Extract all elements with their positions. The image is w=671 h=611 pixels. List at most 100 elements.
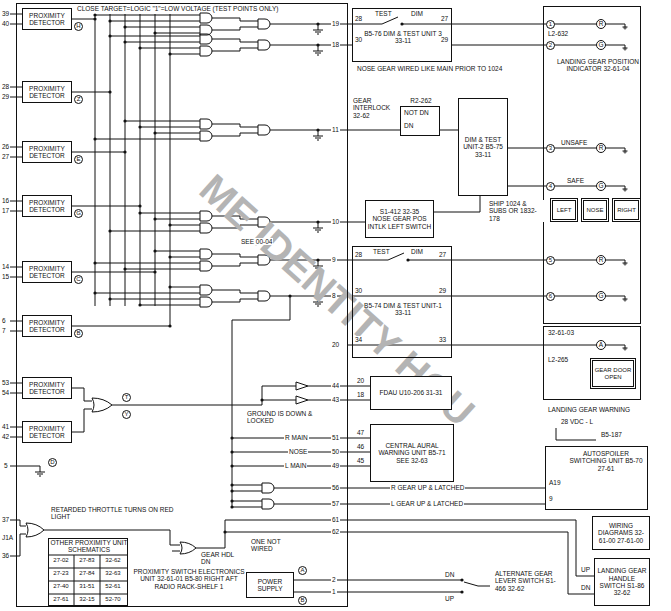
label-text: 9 — [331, 256, 337, 263]
label-text: 26 — [1, 143, 10, 150]
label-text: 10 — [331, 218, 340, 225]
label-text: DN — [444, 571, 455, 578]
label-text: 44 — [331, 382, 340, 389]
label-text: DIM — [410, 248, 424, 255]
lamp-color: G — [596, 181, 606, 191]
label-text: 40 — [1, 20, 10, 27]
wire-connector — [348, 466, 370, 467]
indicator-panel: L2-632LANDING GEAR POSITION INDICATOR 32… — [543, 6, 641, 324]
label-text: NOSE GEAR WIRED LIKE MAIN PRIOR TO 1024 — [356, 65, 503, 72]
wire-connector — [452, 260, 543, 261]
label-text: 29 — [1, 93, 10, 100]
label-text: CLOSE TARGET=LOGIC "1"=LOW VOLTAGE (TEST… — [76, 5, 279, 12]
wire-connector — [440, 130, 458, 131]
box-text: B5-76 DIM & TEST UNIT 3 33-11 — [362, 30, 444, 45]
dim-test-unit: DIM & TEST UNIT-2 B5-75 33-11 — [458, 98, 508, 196]
wire-label: R MAIN — [284, 434, 309, 441]
label-text: 28 — [354, 15, 363, 22]
table-cell: 27-23 — [48, 570, 74, 577]
wire-connector — [348, 452, 370, 453]
proximity-detector: PROXIMITY DETECTOR — [22, 421, 72, 443]
box-text: PROXIMITY DETECTOR — [23, 85, 71, 100]
label-text: DN — [403, 122, 414, 129]
label-text: 5 — [3, 462, 9, 469]
label-text: RETARDED THROTTLE TURNS ON RED LIGHT — [50, 506, 177, 521]
label-text: SHIP 1024 & SUBS OR 1832-178 — [488, 200, 544, 222]
wire-connector — [348, 386, 370, 387]
label-text: 18 — [356, 391, 365, 398]
label-text: 41 — [1, 423, 10, 430]
callout-letter: T — [122, 393, 131, 402]
callout-letter: Z — [74, 95, 83, 104]
label-text: J1A — [1, 534, 14, 541]
label-text: 27 — [438, 251, 447, 258]
label-text: 28 VDC - L — [560, 418, 594, 425]
box-text: 32-61-03 — [547, 329, 599, 336]
dim-test-unit: B5-74 DIM & TEST UNIT-1 33-11 — [352, 246, 452, 358]
label-text: GROUND IS DOWN & LOCKED — [246, 410, 328, 425]
wire-connector — [348, 222, 365, 223]
label-text: GEAR HDL DN — [200, 551, 244, 566]
label-text: 30 — [354, 36, 363, 43]
table-cell: 31-51 — [74, 583, 100, 590]
callout-letter: Y — [122, 410, 131, 419]
label-text: 14 — [1, 263, 10, 270]
unit-box: CENTRAL AURAL WARNING UNIT B5-71 SEE 32-… — [370, 424, 454, 482]
label-text: SAFE — [566, 177, 585, 184]
callout-letter: 4 — [546, 182, 555, 191]
wire-connector — [348, 400, 370, 401]
label-text: LANDING GEAR WARNING — [547, 406, 631, 413]
table-cell: 27-02 — [48, 557, 74, 564]
table-cell: 52-70 — [100, 596, 126, 603]
label-text: 6 — [1, 317, 7, 324]
unit-box: AUTOSPOILER SWITCHING UNIT B5-70 27-61 — [545, 446, 648, 510]
box-text: S1-412 32-35 — [379, 208, 420, 215]
box-text: GEAR DOOR OPEN — [593, 367, 633, 381]
label-text: 20 — [356, 377, 365, 384]
label-text: GEAR INTERLOCK 32-62 — [352, 97, 400, 119]
lamp-color: G — [596, 40, 606, 50]
label-text: 50 — [331, 448, 340, 455]
label-text: 30 — [354, 287, 363, 294]
label-text: 27 — [1, 153, 10, 160]
label-text: UNSAFE — [560, 139, 588, 146]
box-text: DIM & TEST UNIT-2 B5-75 33-11 — [459, 136, 507, 158]
reference-box: WIRING DIAGRAMS 32-61-00 27-61-00 — [592, 516, 650, 550]
box-text: PROXIMITY SWITCH ELECTRONICS UNIT 32-61-… — [132, 568, 246, 590]
wire-label: L GEAR UP & LATCHED — [390, 500, 464, 507]
callout-letter: C — [74, 275, 83, 284]
box-text: L2-632 — [547, 30, 589, 37]
table-cell: 52-61 — [100, 583, 126, 590]
lamp-color: R — [596, 255, 606, 265]
label-text: SEE 00-04 — [240, 238, 273, 245]
box-text: PROXIMITY DETECTOR — [23, 425, 71, 440]
box-text: POWER SUPPLY — [247, 578, 293, 593]
wire-connector — [348, 438, 370, 439]
box-text: WIRING DIAGRAMS 32-61-00 27-61-00 — [593, 522, 649, 544]
callout-letter: 3 — [546, 144, 555, 153]
callout-letter: A — [298, 566, 307, 575]
indicator-lamp: NOSE — [581, 198, 609, 222]
table-cell: 27-40 — [48, 583, 74, 590]
label-text: TEST — [372, 248, 391, 255]
callout-letter: 6 — [546, 292, 555, 301]
circuit-wire — [10, 14, 628, 606]
label-text: 8 — [331, 292, 337, 299]
wire-connector — [508, 186, 543, 187]
label-text: 28 — [354, 251, 363, 258]
box-text: LEFT — [556, 207, 573, 214]
label-text: 39 — [1, 10, 10, 17]
wire-connector — [452, 24, 543, 25]
callout-letter: H — [74, 22, 83, 31]
box-text: PROXIMITY DETECTOR — [23, 199, 71, 214]
box-text: RIGHT — [616, 207, 637, 214]
table-cell: 27-83 — [74, 557, 100, 564]
proximity-detector: PROXIMITY DETECTOR — [22, 195, 72, 217]
callout-letter: 5 — [546, 256, 555, 265]
label-text: 45 — [356, 457, 365, 464]
box-text: B5-74 DIM & TEST UNIT-1 33-11 — [362, 302, 444, 317]
lamp-color: R — [596, 143, 606, 153]
label-text: 53 — [1, 379, 10, 386]
table-cell: 27-61 — [48, 596, 74, 603]
label-text: UP — [580, 566, 591, 573]
